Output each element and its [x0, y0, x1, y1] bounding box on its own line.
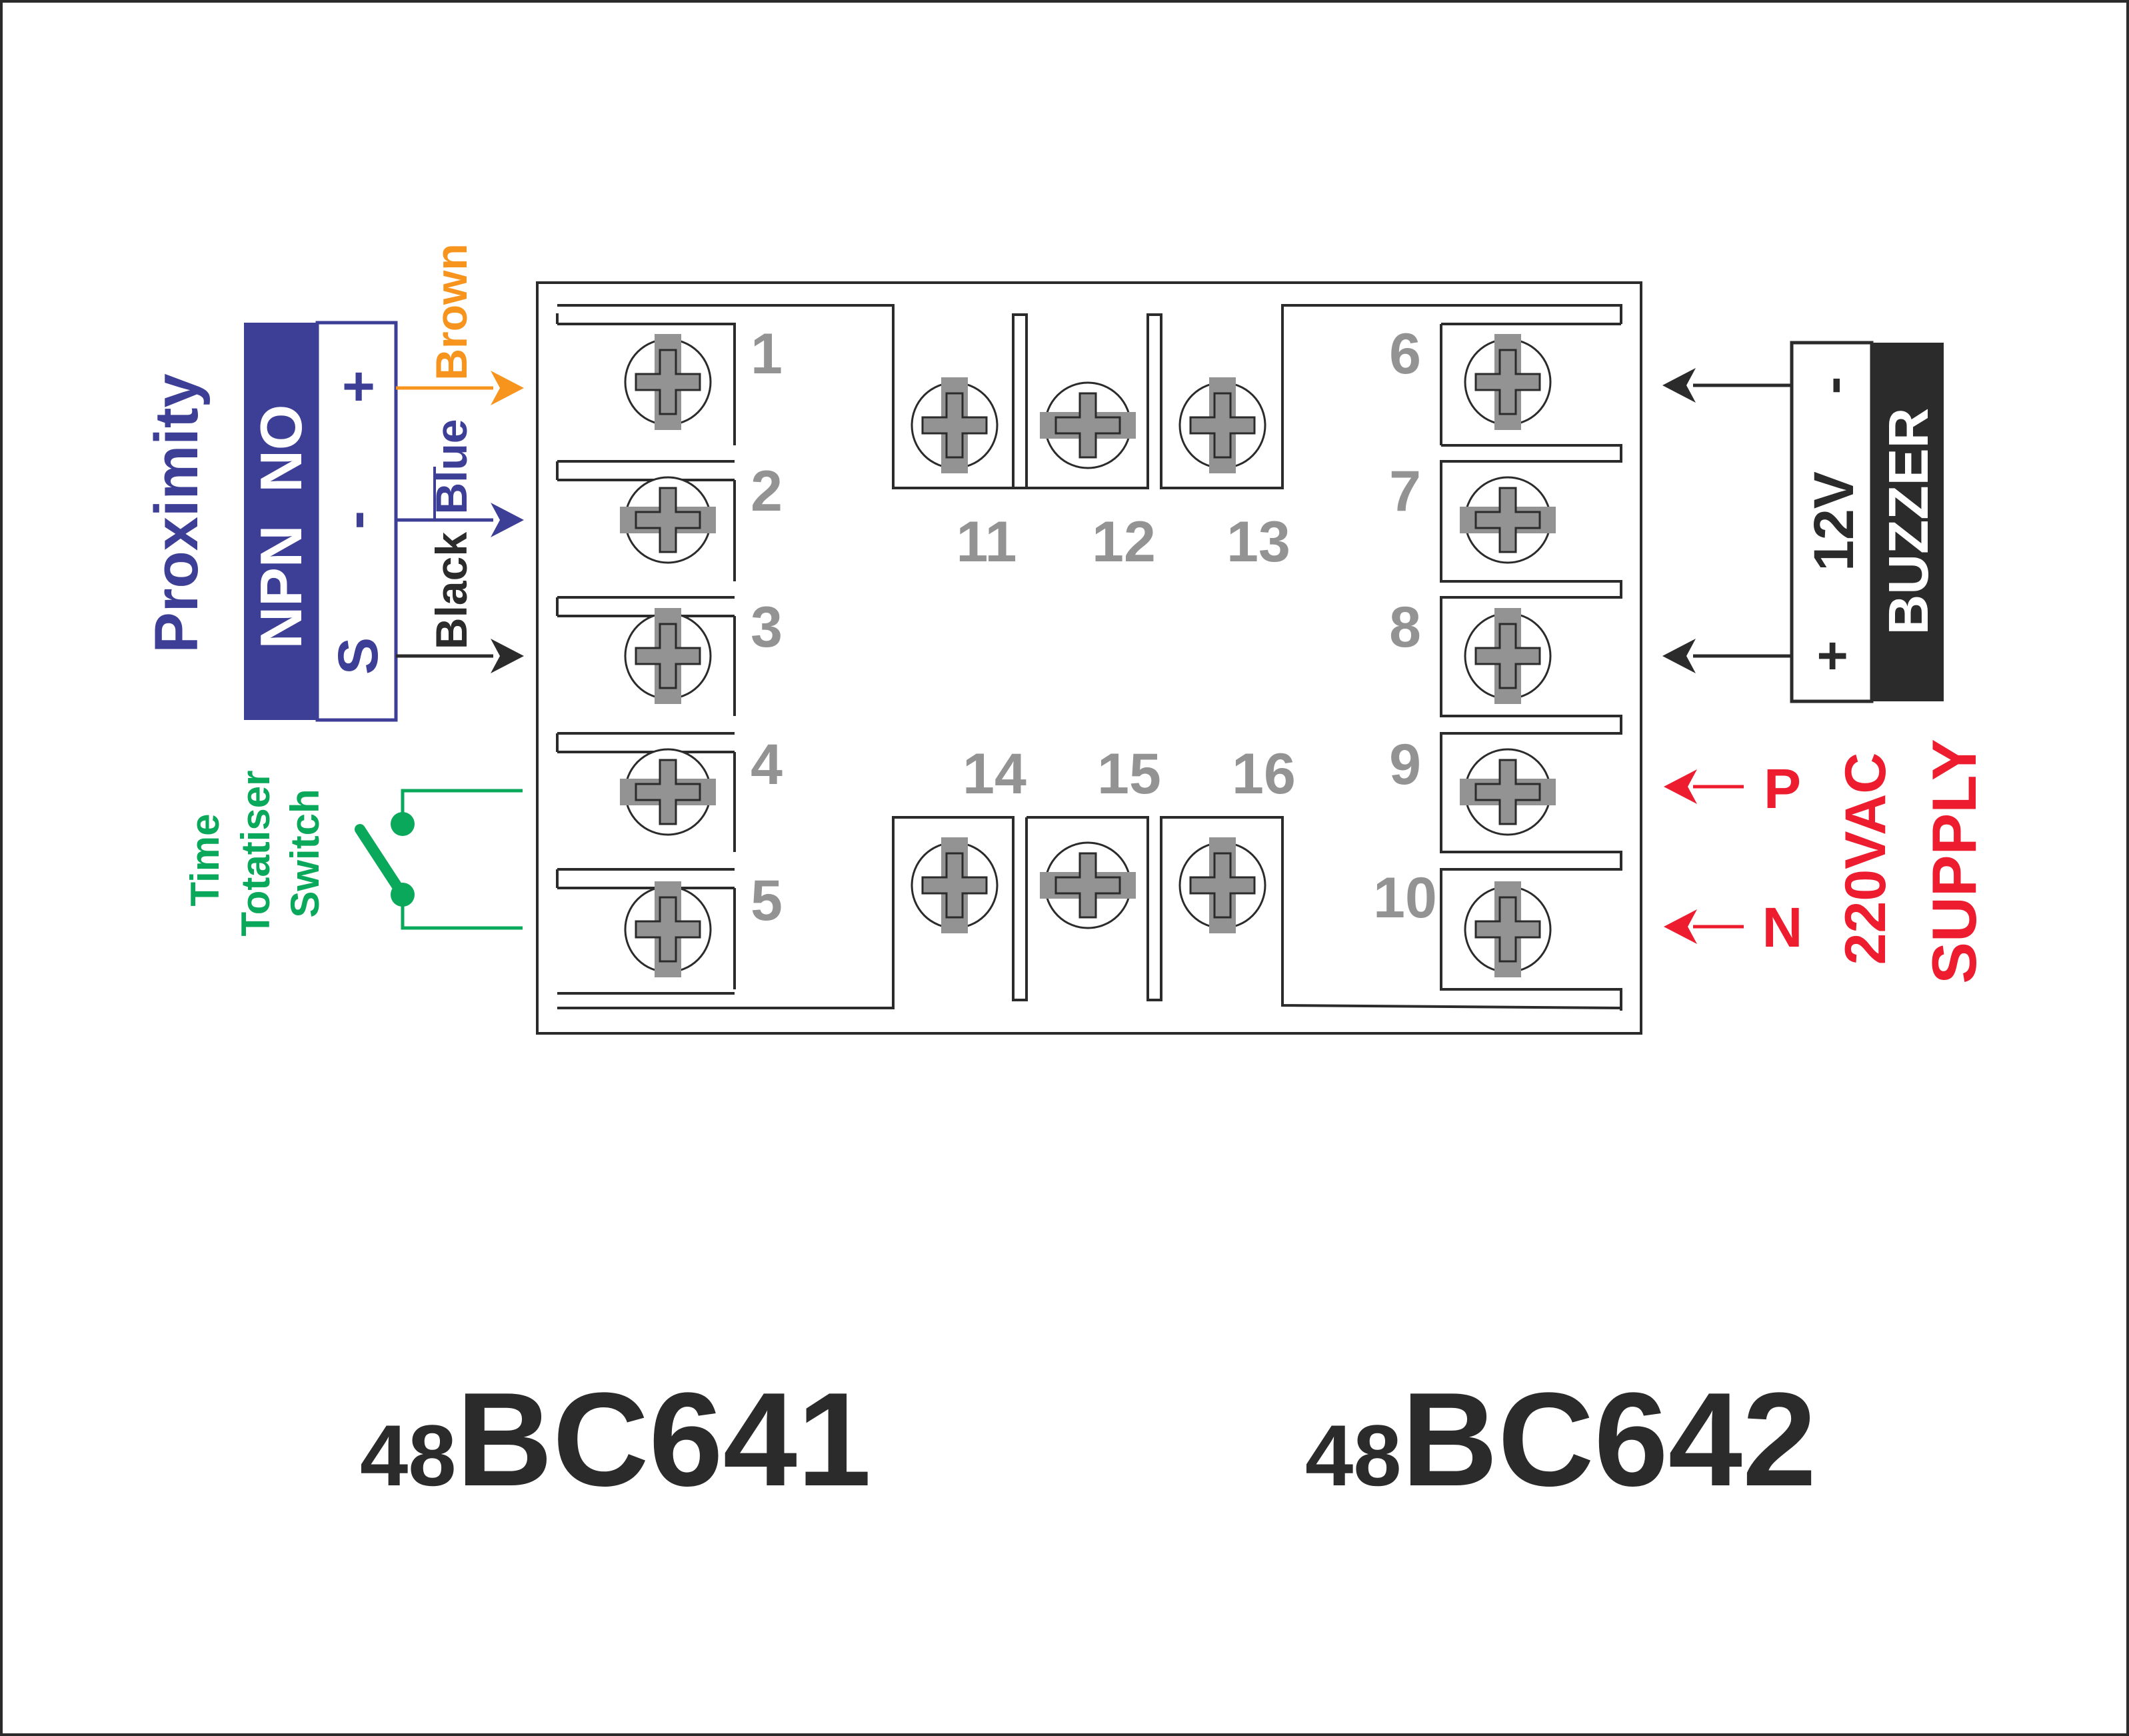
- proximity-sensor: Proximity NPN NO S - + Brown Blue Black: [143, 243, 524, 722]
- supply-voltage-label: 220VAC: [1834, 753, 1898, 965]
- terminal-numbers: 1 2 3 4 5 6 7 8 9 10 11 12 13 14 15 16: [751, 322, 1437, 933]
- black-wire-arrow: [491, 639, 524, 673]
- black-wire-label: Black: [427, 532, 476, 649]
- pin-s-label: S: [327, 637, 389, 675]
- terminal-1-label: 1: [751, 322, 783, 386]
- npn-no-label: NPN NO: [248, 405, 314, 649]
- buzzer-arrow-minus: [1662, 368, 1696, 403]
- terminal-6-label: 6: [1389, 322, 1421, 386]
- power-supply: P N 220VAC SUPPLY: [1664, 739, 1989, 984]
- terminal-10-label: 10: [1373, 866, 1437, 930]
- terminal-16-label: 16: [1232, 742, 1296, 806]
- sensor-pins-block: [315, 321, 398, 722]
- supply-p-label: P: [1764, 757, 1801, 820]
- model-2: 48BC642: [1305, 1365, 1816, 1514]
- terminal-9-label: 9: [1389, 733, 1421, 797]
- model-1-prefix: 48: [360, 1407, 457, 1504]
- model-2-name: BC642: [1402, 1365, 1817, 1514]
- buzzer-label: BUZZER: [1877, 408, 1940, 635]
- buzzer-voltage: 12V: [1802, 471, 1865, 571]
- terminal-7-label: 7: [1389, 459, 1421, 523]
- terminal-8-label: 8: [1389, 595, 1421, 659]
- brown-wire-arrow: [491, 371, 524, 405]
- terminal-3-label: 3: [751, 595, 783, 659]
- switch-label-line1: Time: [183, 814, 227, 907]
- model-1-name: BC641: [457, 1365, 872, 1514]
- switch-lever: [355, 824, 408, 900]
- buzzer-pin-minus: -: [1802, 377, 1862, 395]
- supply-n-label: N: [1762, 896, 1803, 959]
- terminal-13-label: 13: [1226, 510, 1290, 574]
- brown-wire-label: Brown: [427, 243, 476, 380]
- blue-wire-arrow: [491, 503, 524, 537]
- terminal-2-label: 2: [751, 459, 783, 523]
- switch-wire-top: [401, 789, 523, 821]
- supply-label: SUPPLY: [1919, 739, 1989, 983]
- supply-arrow-p: [1664, 769, 1697, 804]
- terminal-5-label: 5: [751, 869, 783, 933]
- time-totaliser-switch: Time Totatiser Switch: [183, 771, 523, 937]
- pin-minus-label: -: [324, 511, 387, 529]
- pin-plus-label: +: [327, 370, 389, 403]
- model-2-prefix: 48: [1305, 1407, 1402, 1504]
- terminal-11-label: 11: [957, 510, 1017, 574]
- switch-label-line2: Totatiser: [233, 771, 278, 937]
- buzzer: BUZZER 12V - +: [1662, 341, 1944, 703]
- switch-contact-top: [391, 812, 415, 836]
- terminal-15-label: 15: [1097, 742, 1161, 806]
- buzzer-label-block: [1872, 343, 1944, 701]
- buzzer-pin-block: [1790, 341, 1874, 703]
- terminal-4-label: 4: [751, 733, 783, 797]
- model-names: 48BC641 48BC642: [360, 1365, 1816, 1514]
- model-1: 48BC641: [360, 1365, 871, 1514]
- terminal-block: [536, 281, 1642, 1035]
- terminal-14-label: 14: [963, 742, 1027, 806]
- buzzer-arrow-plus: [1662, 639, 1696, 673]
- npn-no-block: [244, 323, 317, 720]
- blue-wire-label: Blue: [427, 419, 476, 514]
- buzzer-pin-plus: +: [1802, 641, 1862, 672]
- proximity-title: Proximity: [143, 373, 211, 653]
- switch-contact-bottom: [391, 883, 415, 907]
- switch-label-line3: Switch: [283, 789, 327, 917]
- terminal-12-label: 12: [1092, 510, 1156, 574]
- supply-arrow-n: [1664, 909, 1697, 944]
